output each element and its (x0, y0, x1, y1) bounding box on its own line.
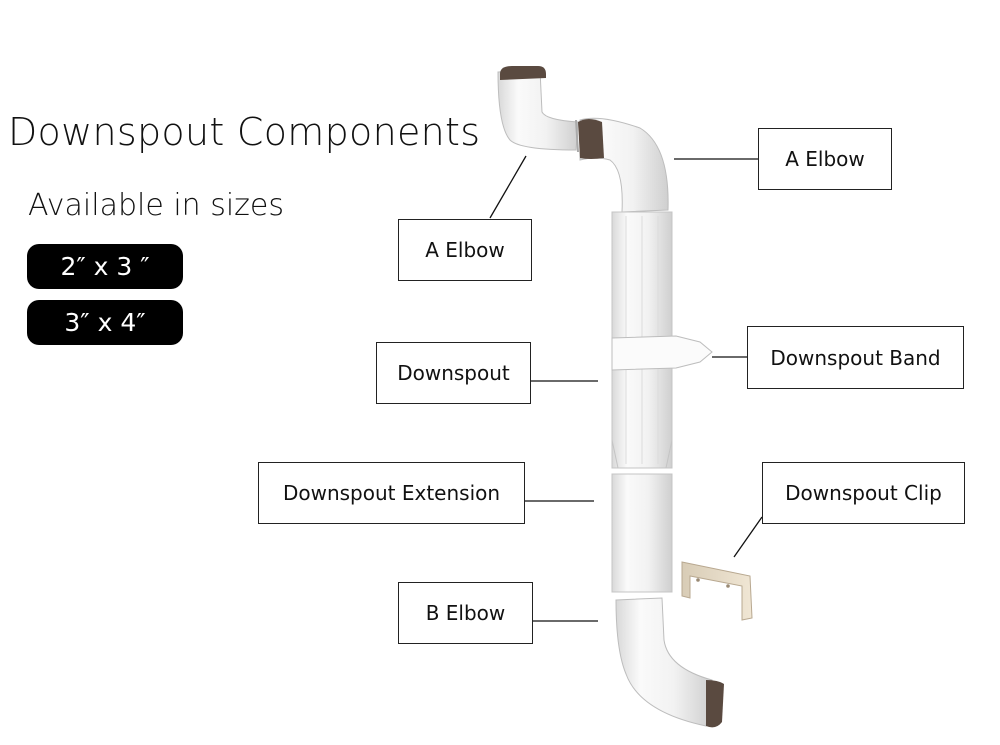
label-downspout-clip: Downspout Clip (762, 462, 965, 524)
label-a-elbow-left: A Elbow (398, 219, 532, 281)
sizes-subtitle: Available in sizes (28, 188, 285, 223)
a-elbow-upper-part (578, 117, 669, 213)
label-downspout: Downspout (376, 342, 531, 404)
label-downspout-extension: Downspout Extension (258, 462, 525, 524)
downspout-extension-part (611, 473, 673, 593)
leader-lines (489, 155, 763, 622)
label-a-elbow-upper: A Elbow (758, 128, 892, 190)
label-b-elbow: B Elbow (398, 582, 533, 644)
downspout-band-part (611, 335, 713, 371)
a-elbow-left-part (497, 66, 579, 153)
size-badge-3x4: 3″ x 4″ (27, 300, 183, 345)
b-elbow-part (615, 597, 724, 728)
page-title: Downspout Components (8, 110, 481, 154)
size-badge-2x3: 2″ x 3 ″ (27, 244, 183, 289)
downspout-clip-part (681, 561, 753, 621)
label-downspout-band: Downspout Band (747, 326, 964, 389)
